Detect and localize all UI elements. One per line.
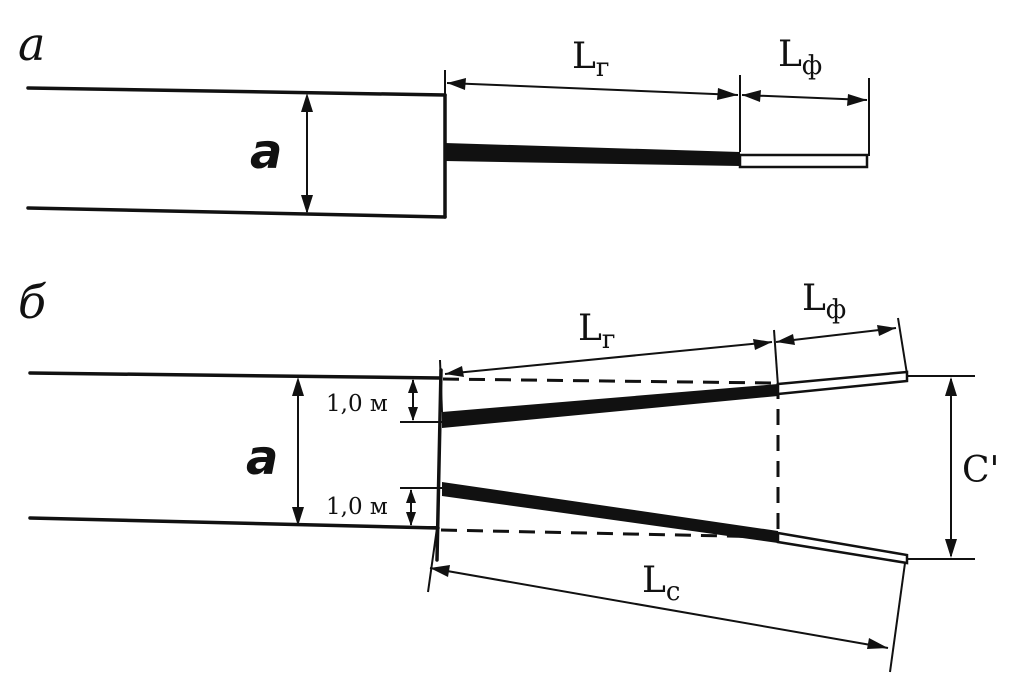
panel-b-upper-guide-wall	[442, 384, 778, 428]
panel-b-guide-length-arrow-right	[753, 339, 772, 350]
panel-b-ext-line-end	[897, 317, 908, 375]
panel-b-fan-length-line	[775, 327, 897, 343]
panel-a-fan-length-label: Lф	[778, 34, 822, 81]
panel-b-offset-top-label: 1,0 м	[326, 391, 388, 417]
panel-b-step-edge	[435, 368, 443, 562]
panel-b-lower-dashed-line	[440, 528, 776, 539]
panel-a-guide-wall	[445, 143, 740, 166]
panel-b-ext-line-mid	[773, 329, 779, 387]
panel-a-guide-length-arrow-right	[717, 88, 738, 100]
panel-b-label: б	[18, 275, 47, 329]
panel-b-width-label: а	[246, 430, 278, 486]
panel-b-lower-fan-wall	[776, 531, 909, 565]
panel-a-guide-length-label: Lг	[572, 36, 610, 83]
panel-a-upper-wall	[26, 86, 447, 97]
panel-b-upper-wall	[28, 371, 442, 380]
panel-b-fan-length-arrow-left	[776, 334, 795, 345]
panel-b-total-ext-right	[889, 562, 906, 673]
panel-b-offset-top-arrow-down	[408, 407, 418, 421]
panel-a-guide-length-line	[446, 82, 739, 96]
panel-b-lower-wall	[28, 516, 440, 530]
panel-a-guide-length-arrow-left	[447, 78, 466, 90]
panel-b-fan-length-label: Lф	[802, 278, 846, 325]
panel-b-width-arrow-top	[292, 377, 304, 396]
panel-a-fan-length-arrow-right	[847, 94, 867, 106]
panel-b-offset-bottom-arrow-up	[406, 489, 416, 503]
panel-a-label: а	[18, 17, 45, 71]
panel-a-fan-wall	[738, 153, 869, 169]
panel-a-fan-length-line	[741, 94, 868, 101]
panel-b-total-length-line	[429, 567, 889, 649]
panel-b-width-arrow-bottom	[292, 507, 304, 526]
panel-b-total-length-arrow-right	[867, 638, 888, 649]
panel-b-fan-length-arrow-right	[877, 325, 896, 336]
panel-b-opening-arrow-top	[945, 377, 957, 396]
panel-a-width-arrow-bottom	[301, 195, 313, 214]
panel-a-lower-wall	[26, 206, 447, 219]
panel-b-lower-guide-wall	[442, 482, 778, 543]
panel-b-total-ext-left	[427, 527, 438, 593]
panel-b-total-length-label: Lс	[642, 560, 680, 607]
panel-b-total-length-arrow-left	[430, 565, 450, 577]
panel-b-upper-dashed-line	[442, 377, 776, 385]
panel-b-guide-length-arrow-left	[445, 366, 464, 377]
panel-a-fan-length-arrow-left	[742, 90, 761, 102]
panel-a-width-arrow-top	[301, 93, 313, 112]
panel-a-width-label: а	[250, 124, 282, 180]
panel-b-offset-bottom-arrow-down	[406, 512, 416, 526]
panel-b-upper-fan-wall	[776, 370, 909, 396]
panel-b-offset-top-arrow-up	[408, 379, 418, 393]
panel-b-offset-bottom-label: 1,0 м	[326, 494, 388, 520]
panel-b-guide-length-label: Lг	[578, 308, 616, 355]
panel-b-opening-label: C'	[962, 450, 999, 491]
panel-b-opening-arrow-bottom	[945, 539, 957, 558]
panel-b-ext-line-start	[439, 359, 443, 413]
panel-b-guide-length-line	[444, 341, 773, 375]
